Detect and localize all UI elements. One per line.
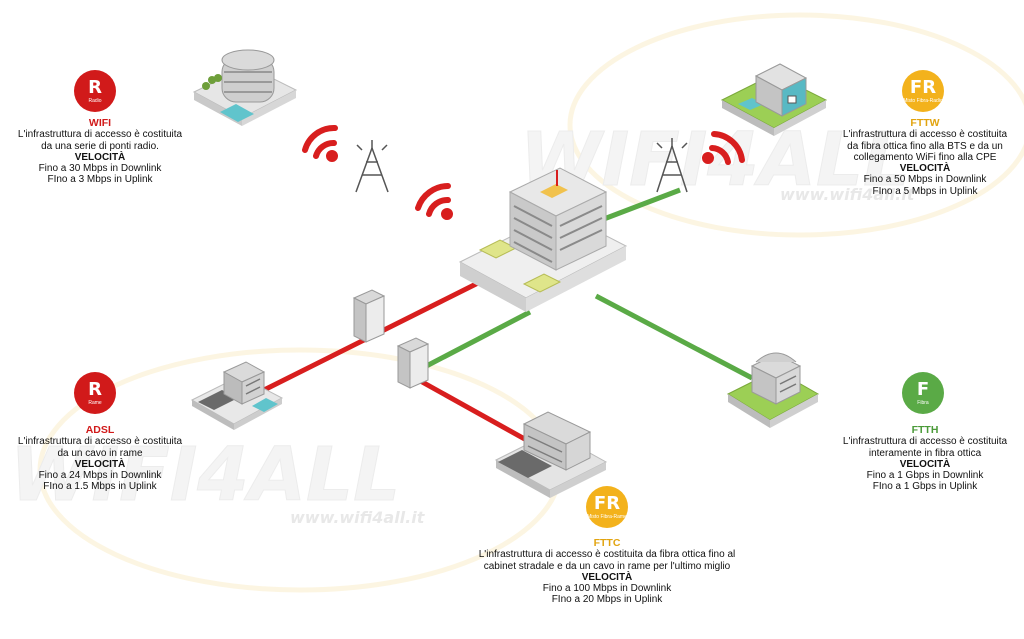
street-cabinet-icon bbox=[396, 337, 430, 389]
adsl-house-icon bbox=[190, 361, 284, 430]
wifi-radio-badge-icon: R Radio bbox=[74, 70, 116, 112]
fttc-title: FTTC bbox=[593, 537, 621, 549]
antenna-tower-icon bbox=[355, 140, 389, 193]
badge-letter: FR bbox=[909, 76, 937, 98]
fttw-info: FTTW L'infrastruttura di accesso è costi… bbox=[830, 117, 1020, 197]
adsl-info: ADSL L'infrastruttura di accesso è costi… bbox=[5, 424, 195, 493]
ftth-fiber-badge-icon: F Fibra bbox=[902, 372, 944, 414]
wifi-signal-icon bbox=[702, 131, 745, 165]
wifi-velocity-label: VELOCITÀ bbox=[74, 151, 126, 163]
ftth-velocity-label: VELOCITÀ bbox=[899, 458, 951, 470]
street-cabinet-icon bbox=[352, 289, 386, 343]
fttw-desc-line: da fibra ottica fino alla BTS e da un bbox=[847, 140, 1003, 152]
wifi-title: WIFI bbox=[88, 117, 112, 129]
fttw-title: FTTW bbox=[910, 117, 940, 129]
fttc-velocity-label: VELOCITÀ bbox=[581, 571, 633, 583]
connections bbox=[246, 187, 754, 455]
fttw-desc-line: collegamento WiFi fino alla CPE bbox=[853, 151, 997, 163]
fiber-line-fttw bbox=[595, 187, 681, 225]
ftth-title: FTTH bbox=[911, 424, 939, 436]
adsl-speed-down: Fino a 24 Mbps in Downlink bbox=[38, 470, 162, 482]
wifi-signal-icon bbox=[415, 183, 453, 220]
wifi-desc-line: da una serie di ponti radio. bbox=[41, 140, 159, 152]
adsl-desc-line: L'infrastruttura di accesso è costituita bbox=[17, 436, 183, 448]
wifi-speed-up: FIno a 3 Mbps in Uplink bbox=[47, 174, 153, 186]
fttw-house-icon bbox=[720, 63, 828, 136]
central-office-building-icon bbox=[458, 167, 628, 312]
badge-sub: Radio bbox=[88, 97, 102, 104]
ftth-speed-up: FIno a 1 Gbps in Uplink bbox=[872, 481, 978, 493]
badge-letter: F bbox=[916, 378, 930, 400]
adsl-velocity-label: VELOCITÀ bbox=[74, 458, 126, 470]
wifi-desc-line: L'infrastruttura di accesso è costituita bbox=[17, 129, 183, 141]
fttc-desc-line: cabinet stradale e da un cavo in rame pe… bbox=[483, 560, 731, 572]
antenna-tower-icon bbox=[656, 138, 688, 193]
fiber-line-ftth bbox=[594, 293, 754, 381]
watermark-url-top: www.wifi4all.it bbox=[780, 185, 916, 204]
adsl-copper-badge-icon: R Rame bbox=[74, 372, 116, 414]
fttc-info: FTTC L'infrastruttura di accesso è costi… bbox=[447, 537, 767, 606]
wifi-house-icon bbox=[192, 49, 298, 126]
ftth-desc-line: interamente in fibra ottica bbox=[868, 447, 982, 459]
badge-letter: FR bbox=[593, 492, 621, 514]
fttc-house-icon bbox=[494, 411, 608, 498]
adsl-title: ADSL bbox=[85, 424, 115, 436]
badge-sub: Rame bbox=[88, 399, 102, 406]
watermark: WIFI4ALL www.wifi4all.it WIFI4ALL www.wi… bbox=[10, 12, 1024, 593]
adsl-desc-line: da un cavo in rame bbox=[57, 447, 143, 459]
wifi-info: WIFI L'infrastruttura di accesso è costi… bbox=[5, 117, 195, 186]
fttw-speed-up: FIno a 5 Mbps in Uplink bbox=[872, 185, 978, 197]
fttc-speed-up: FIno a 20 Mbps in Uplink bbox=[551, 594, 663, 606]
badge-sub: Misto Fibra-Radio bbox=[903, 97, 943, 104]
ftth-desc-line: L'infrastruttura di accesso è costituita bbox=[842, 436, 1008, 448]
ftth-speed-down: Fino a 1 Gbps in Downlink bbox=[866, 470, 984, 482]
fttw-desc-line: L'infrastruttura di accesso è costituita bbox=[842, 129, 1008, 141]
fttw-badge-icon: FR Misto Fibra-Radio bbox=[902, 70, 944, 112]
fttw-velocity-label: VELOCITÀ bbox=[899, 163, 951, 175]
badge-letter: R bbox=[88, 378, 102, 400]
fttw-speed-down: Fino a 50 Mbps in Downlink bbox=[863, 174, 987, 186]
fttc-desc-line: L'infrastruttura di accesso è costituita… bbox=[478, 549, 736, 561]
watermark-url-bottom: www.wifi4all.it bbox=[290, 508, 426, 527]
wifi-speed-down: Fino a 30 Mbps in Downlink bbox=[38, 163, 162, 175]
fttc-badge-icon: FR Misto Fibra-Rame bbox=[586, 486, 628, 528]
badge-sub: Fibra bbox=[917, 399, 929, 406]
ftth-info: FTTH L'infrastruttura di accesso è costi… bbox=[830, 424, 1020, 493]
adsl-speed-up: FIno a 1.5 Mbps in Uplink bbox=[43, 481, 157, 493]
wifi-signal-icon bbox=[302, 125, 338, 162]
ftth-house-icon bbox=[726, 352, 820, 428]
badge-sub: Misto Fibra-Rame bbox=[587, 513, 627, 520]
fiber-line-fttc bbox=[413, 309, 532, 375]
fttc-speed-down: Fino a 100 Mbps in Downlink bbox=[542, 583, 672, 595]
badge-letter: R bbox=[88, 76, 102, 98]
watermark-brand-bottom: WIFI4ALL bbox=[10, 432, 400, 518]
